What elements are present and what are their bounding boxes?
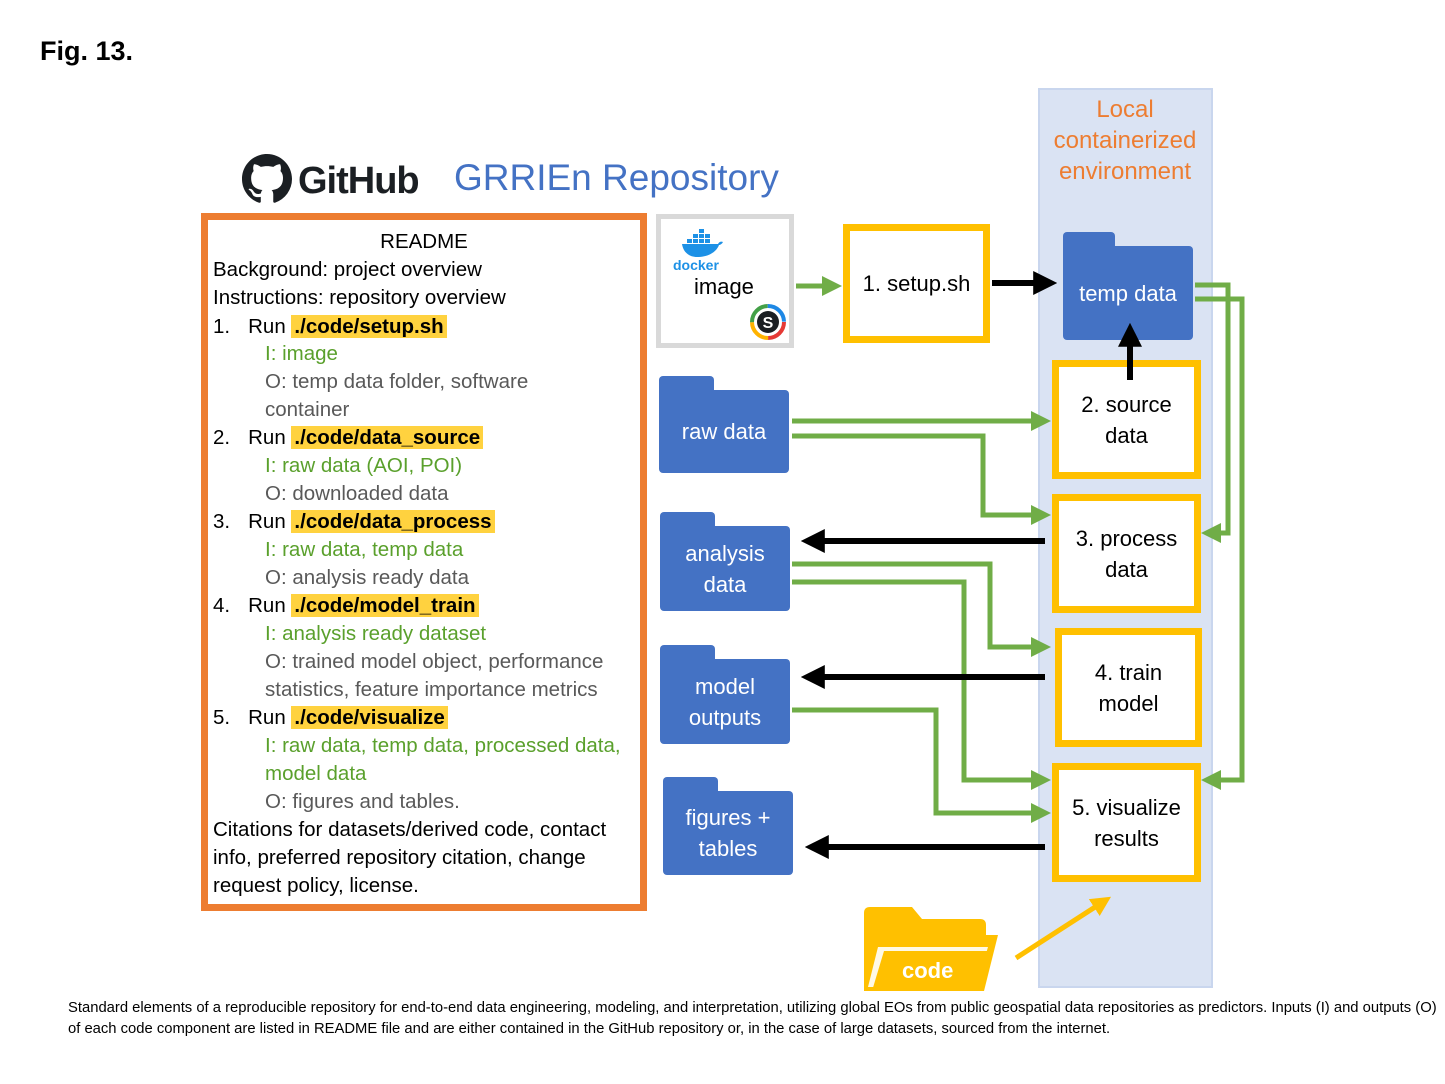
analysis-data-folder-icon: analysis data	[660, 512, 790, 611]
readme-citations: Citations for datasets/derived code, con…	[213, 818, 607, 841]
step-number: 4.	[213, 594, 231, 617]
step-path: ./code/model_train	[291, 594, 479, 617]
step-input: model data	[265, 762, 367, 785]
step-number: 3.	[213, 510, 231, 533]
step-run: Run	[248, 706, 286, 729]
environment-title: Local containerized environment	[1040, 94, 1210, 187]
step-train-box: 4. train model	[1055, 628, 1202, 747]
folder-label: model	[695, 673, 755, 699]
svg-text:S: S	[763, 315, 774, 332]
arrow-raw-to-process	[792, 433, 1051, 525]
step-number: 5.	[213, 706, 231, 729]
readme-citations: info, preferred repository citation, cha…	[213, 846, 586, 869]
step-box-label: data	[1105, 556, 1148, 582]
step-path: ./code/setup.sh	[291, 315, 447, 338]
arrow-analysis-to-train	[792, 561, 1051, 657]
step-box-label: 5. visualize	[1072, 794, 1181, 820]
docker-brand: docker	[673, 257, 719, 273]
arrow-temp-to-process	[1195, 282, 1231, 543]
readme-title: README	[380, 230, 468, 253]
folder-label: figures +	[685, 805, 771, 830]
step-path: ./code/data_process	[291, 510, 495, 533]
environment-title-line: environment	[1058, 158, 1192, 185]
arrow-code-to-environment	[1014, 896, 1112, 961]
model-outputs-folder-icon: model outputs	[660, 645, 790, 744]
step-box-label: 4. train	[1094, 659, 1163, 685]
readme-citations: request policy, license.	[213, 874, 419, 897]
github-logo-icon	[242, 154, 292, 209]
step-source-box: 2. source data	[1052, 360, 1201, 479]
step-input: I: image	[265, 342, 338, 365]
environment-title-line: Local	[1096, 96, 1154, 123]
arrow-temp-to-visualize	[1195, 296, 1245, 790]
github-wordmark: GitHub	[298, 160, 420, 202]
readme-step-3: 3. Run ./code/data_process	[213, 509, 495, 535]
readme-box: README Background: project overview Inst…	[201, 213, 647, 911]
step-input: I: raw data, temp data, processed data,	[265, 734, 621, 757]
step-output: O: downloaded data	[265, 482, 449, 505]
readme-step-4: 4. Run ./code/model_train	[213, 593, 479, 619]
folder-label: raw data	[681, 419, 767, 444]
folder-label: data	[703, 571, 747, 597]
step-box-label: 1. setup.sh	[862, 271, 971, 296]
arrow-model-to-visualize	[792, 707, 1051, 823]
readme-instructions: Instructions: repository overview	[213, 286, 506, 309]
docker-image-box: docker image S	[656, 214, 794, 348]
step-run: Run	[248, 315, 286, 338]
figure-caption: Standard elements of a reproducible repo…	[68, 1000, 1437, 1037]
step-input: I: raw data (AOI, POI)	[265, 454, 463, 477]
readme-background: Background: project overview	[213, 258, 482, 281]
step-run: Run	[248, 510, 286, 533]
step-box-label: data	[1105, 422, 1148, 448]
readme-step-5: 5. Run ./code/visualize	[213, 705, 448, 731]
docker-whale-icon	[681, 229, 723, 262]
step-path: ./code/visualize	[291, 706, 448, 729]
step-run: Run	[248, 594, 286, 617]
step-visualize-box: 5. visualize results	[1052, 763, 1201, 882]
step-box-label: results	[1094, 825, 1159, 851]
folder-label: temp data	[1079, 280, 1177, 306]
arrow-analysis-to-visualize	[792, 579, 1051, 790]
figure-label: Fig. 13.	[40, 36, 134, 66]
code-folder-label: code	[902, 958, 954, 983]
step-setup-box: 1. setup.sh	[843, 224, 990, 343]
readme-step-2: 2. Run ./code/data_source	[213, 425, 484, 451]
step-number: 1.	[213, 315, 231, 338]
folder-label: outputs	[688, 704, 762, 730]
readme-step-1: 1. Run ./code/setup.sh	[213, 314, 447, 340]
folder-label: tables	[698, 836, 758, 861]
step-path: ./code/data_source	[291, 426, 484, 449]
folder-label: analysis	[685, 540, 765, 566]
environment-title-line: containerized	[1053, 127, 1197, 154]
step-output: O: analysis ready data	[265, 566, 469, 589]
raw-data-folder-icon: raw data	[659, 376, 789, 473]
docker-image-label: image	[694, 274, 754, 299]
step-output: O: trained model object, performance	[265, 650, 604, 673]
step-input: I: raw data, temp data	[265, 538, 464, 561]
step-input: I: analysis ready dataset	[265, 622, 487, 645]
singularity-logo-icon: S	[749, 303, 787, 346]
step-process-box: 3. process data	[1052, 494, 1201, 613]
step-number: 2.	[213, 426, 231, 449]
code-folder-icon	[860, 905, 1002, 998]
step-box-label: model	[1098, 690, 1159, 716]
step-output: statistics, feature importance metrics	[265, 678, 598, 701]
repository-title: GRRIEn Repository	[454, 157, 779, 198]
figures-tables-folder-icon: figures + tables	[663, 777, 793, 875]
step-box-label: 3. process	[1075, 525, 1178, 551]
step-box-label: 2. source	[1081, 391, 1172, 417]
step-output: O: figures and tables.	[265, 790, 460, 813]
step-run: Run	[248, 426, 286, 449]
step-output: O: temp data folder, software	[265, 370, 529, 393]
step-output: container	[265, 398, 350, 421]
